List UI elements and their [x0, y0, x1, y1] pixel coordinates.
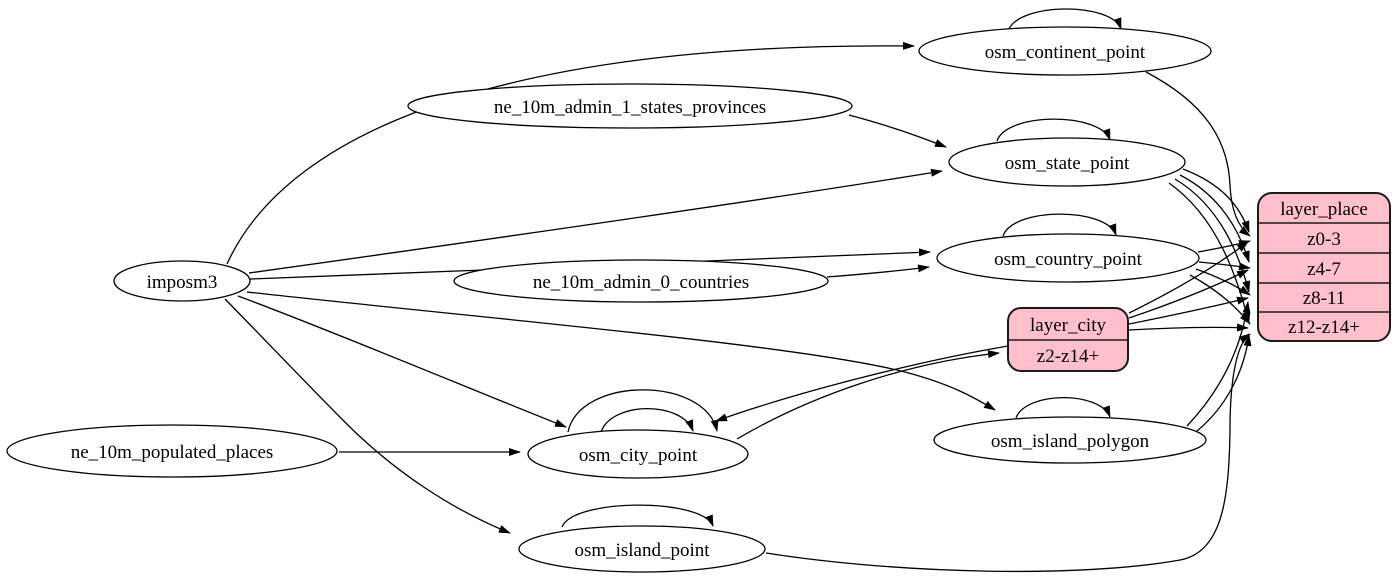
edge-osm_state_point-layer_place-z8-11: [1174, 178, 1251, 293]
edge-layer_city-layer_place-z0-3: [1128, 241, 1249, 314]
edge-osm_country_point-layer_place-z8-11: [1195, 268, 1251, 296]
edge-layer_city-osm_city_point: [715, 345, 1009, 422]
layer_place-row-z12-z14: z12-z14+: [1288, 317, 1360, 338]
imposm3-shape: [113, 260, 251, 302]
node-ne_10m_admin_1_states_provinces: ne_10m_admin_1_states_provinces: [407, 83, 853, 129]
osm_island_point-shape: [518, 525, 766, 573]
edge-imposm3-osm_island_polygon: [246, 291, 996, 411]
node-osm_city_point: osm_city_point: [527, 429, 749, 479]
edge-osm_state_point-layer_place-z0-3: [1182, 168, 1250, 233]
osm_city_point-label: osm_city_point: [579, 445, 698, 466]
edge-imposm3-osm_city_point: [237, 295, 567, 428]
node-osm_continent_point: osm_continent_point: [918, 26, 1212, 76]
selfloop-osm_island_polygon: [1015, 396, 1111, 419]
selfloop-osm_state_point: [996, 118, 1111, 142]
ne_10m_populated_places-label: ne_10m_populated_places: [71, 442, 274, 463]
edge-osm_country_point-layer_place-z4-7: [1198, 261, 1251, 271]
osm_country_point-label: osm_country_point: [994, 249, 1142, 270]
record-layer_city: layer_city z2-z14+: [1007, 307, 1129, 372]
ne_10m_admin_1_states_provinces-shape: [407, 83, 853, 129]
node-osm_country_point: osm_country_point: [936, 233, 1200, 283]
selfloop-osm_island_point: [561, 504, 714, 528]
edge-layer_city-layer_place-z4-7: [1128, 269, 1249, 319]
edge-osm_state_point-layer_place-z4-7: [1179, 174, 1250, 263]
osm_continent_point-label: osm_continent_point: [985, 42, 1146, 63]
edge-osm_city_point-layer_city-z2-z14: [736, 350, 1000, 440]
node-ne_10m_populated_places: ne_10m_populated_places: [6, 424, 338, 478]
edge-layer_city-layer_place-z12-z14: [1128, 323, 1249, 332]
edge-group: [224, 8, 1252, 573]
osm_state_point-shape: [948, 137, 1186, 187]
ne_10m_admin_0_countries-label: ne_10m_admin_0_countries: [533, 272, 749, 293]
edge-osm_continent_point-layer_place-z0-3: [1145, 71, 1251, 237]
layer_place-row-z8-11: z8-11: [1303, 288, 1346, 309]
osm_island_polygon-label: osm_island_polygon: [991, 431, 1150, 452]
osm_island_point-label: osm_island_point: [574, 540, 710, 561]
node-osm_state_point: osm_state_point: [948, 137, 1186, 187]
layer_place-shape: [1257, 192, 1391, 342]
ne_10m_populated_places-shape: [6, 424, 338, 478]
layer_place-row-z4-7: z4-7: [1307, 259, 1341, 280]
selfloop-osm_country_point: [1002, 213, 1117, 237]
layer_city-title: layer_city: [1030, 315, 1106, 336]
imposm3-label: imposm3: [147, 272, 218, 293]
ne_10m_admin_1_states_provinces-label: ne_10m_admin_1_states_provinces: [494, 97, 766, 118]
edge-osm_island_polygon-layer_place-z12-z14: [1196, 334, 1252, 432]
edge-imposm3-osm_island_point: [224, 298, 511, 534]
edge-layer_city-layer_place-z8-11: [1128, 296, 1249, 325]
selfloop-osm_continent_point: [1007, 8, 1122, 32]
osm_island_polygon-shape: [933, 416, 1207, 464]
osm_continent_point-shape: [918, 26, 1212, 76]
node-ne_10m_admin_0_countries: ne_10m_admin_0_countries: [453, 259, 829, 303]
edge-ne_10m_admin_1_states_provinces-osm_state_point: [848, 114, 947, 148]
edge-osm_island_polygon-layer_place-z8-11: [1186, 301, 1251, 427]
node-osm_island_point: osm_island_point: [518, 525, 766, 573]
edge-imposm3-osm_continent_point: [226, 41, 915, 265]
osm_state_point-label: osm_state_point: [1005, 153, 1130, 174]
node-imposm3: imposm3: [113, 260, 251, 302]
layer_place-row-z0-3: z0-3: [1307, 229, 1341, 250]
osm_country_point-shape: [936, 233, 1200, 283]
edge-ne_10m_admin_0_countries-osm_country_point: [826, 264, 930, 278]
record-layer_place: layer_place z0-3 z4-7 z8-11 z12-z14+: [1257, 192, 1391, 342]
osm_city_point-shape: [527, 429, 749, 479]
selfloop-osm_city_point-inner: [600, 407, 694, 433]
node-osm_island_polygon: osm_island_polygon: [933, 416, 1207, 464]
layer_place-title: layer_place: [1280, 199, 1368, 220]
edge-osm_country_point-layer_place-z12-z14: [1189, 274, 1251, 325]
edge-imposm3-osm_state_point: [248, 168, 943, 274]
selfloop-osm_city_point-outer: [567, 389, 719, 433]
edge-osm_island_point-layer_place-z12-z14: [765, 333, 1251, 573]
layer_city-row-z2-z14: z2-z14+: [1037, 346, 1099, 367]
ne_10m_admin_0_countries-shape: [453, 259, 829, 303]
